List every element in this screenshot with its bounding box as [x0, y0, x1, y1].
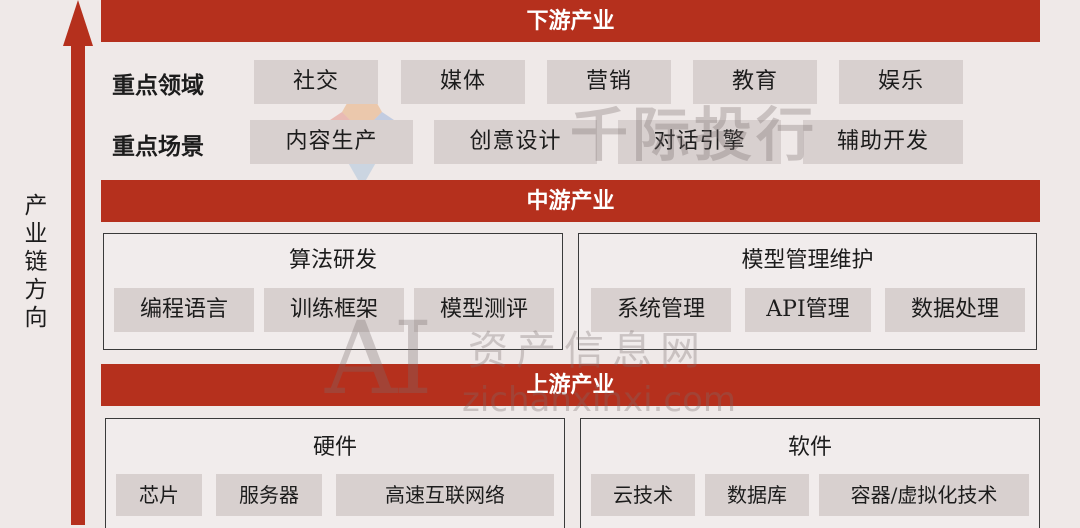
axis-char: 向	[24, 305, 48, 331]
area-tag: 社交	[254, 60, 378, 104]
model-management-panel: 模型管理维护 系统管理 API管理 数据处理	[578, 233, 1037, 350]
panel-title: 算法研发	[288, 248, 377, 273]
up-arrow-icon	[63, 0, 93, 46]
upstream-banner: 上游产业	[101, 364, 1040, 406]
panel-item: 容器/虚拟化技术	[819, 474, 1029, 516]
panel-title: 模型管理维护	[741, 248, 874, 273]
area-tag: 教育	[693, 60, 817, 104]
scene-tag: 对话引擎	[618, 120, 781, 164]
panel-item: 数据库	[705, 474, 809, 516]
axis-char: 链	[24, 249, 48, 275]
midstream-banner: 中游产业	[101, 180, 1040, 222]
key-scenes-label: 重点场景	[112, 133, 204, 160]
area-tag: 娱乐	[839, 60, 963, 104]
axis-char: 方	[24, 277, 48, 303]
hardware-panel: 硬件 芯片 服务器 高速互联网络	[105, 418, 565, 528]
panel-item: 服务器	[216, 474, 322, 516]
panel-item: 系统管理	[591, 288, 731, 332]
scene-tag: 辅助开发	[803, 120, 963, 164]
panel-item: API管理	[745, 288, 871, 332]
panel-item: 训练框架	[264, 288, 404, 332]
panel-item: 模型测评	[414, 288, 554, 332]
area-tag: 营销	[547, 60, 671, 104]
axis-label: 产 业 链 方 向	[22, 192, 50, 332]
panel-item: 编程语言	[114, 288, 254, 332]
industry-direction-arrow-shaft	[71, 40, 85, 525]
panel-item: 云技术	[591, 474, 695, 516]
axis-char: 业	[24, 221, 48, 247]
panel-title: 软件	[787, 435, 832, 460]
downstream-banner: 下游产业	[101, 0, 1040, 42]
panel-item: 数据处理	[885, 288, 1025, 332]
panel-title: 硬件	[312, 435, 357, 460]
area-tag: 媒体	[401, 60, 525, 104]
software-panel: 软件 云技术 数据库 容器/虚拟化技术	[580, 418, 1040, 528]
scene-tag: 内容生产	[250, 120, 413, 164]
panel-item: 高速互联网络	[336, 474, 554, 516]
algorithm-rd-panel: 算法研发 编程语言 训练框架 模型测评	[103, 233, 563, 350]
key-areas-label: 重点领域	[112, 72, 204, 99]
axis-char: 产	[24, 193, 48, 219]
scene-tag: 创意设计	[434, 120, 597, 164]
panel-item: 芯片	[116, 474, 202, 516]
